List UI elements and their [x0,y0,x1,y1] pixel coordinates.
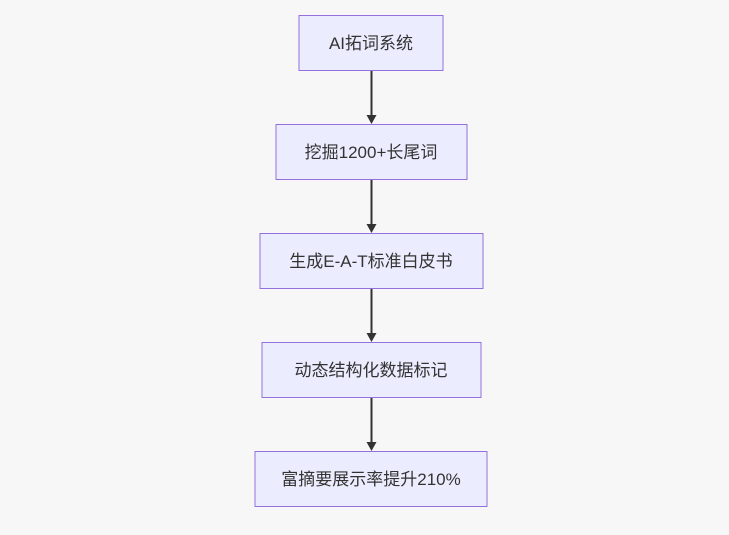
flow-node-structured-data-markup: 动态结构化数据标记 [261,342,481,398]
flow-arrow-2 [366,180,376,233]
flow-arrow-3 [366,289,376,342]
arrow-head-icon [366,442,376,451]
node-label: AI拓词系统 [328,33,414,53]
node-label: 动态结构化数据标记 [294,360,448,380]
node-label: 富摘要展示率提升210% [281,469,461,489]
node-label: 生成E-A-T标准白皮书 [289,251,453,271]
node-label: 挖掘1200+长尾词 [304,142,438,162]
arrow-head-icon [366,333,376,342]
flow-node-rich-snippet-rate: 富摘要展示率提升210% [254,451,488,507]
flow-node-longtail-keywords: 挖掘1200+长尾词 [275,124,467,180]
arrow-line [370,71,372,115]
arrow-line [370,289,372,333]
flow-node-eat-whitepaper: 生成E-A-T标准白皮书 [259,233,483,289]
arrow-head-icon [366,224,376,233]
flowchart: AI拓词系统 挖掘1200+长尾词 生成E-A-T标准白皮书 动态结构化数据标记… [254,15,488,507]
arrow-line [370,180,372,224]
flow-node-ai-word-expansion-system: AI拓词系统 [298,15,444,71]
arrow-head-icon [366,115,376,124]
arrow-line [370,398,372,442]
flow-arrow-4 [366,398,376,451]
flow-arrow-1 [366,71,376,124]
